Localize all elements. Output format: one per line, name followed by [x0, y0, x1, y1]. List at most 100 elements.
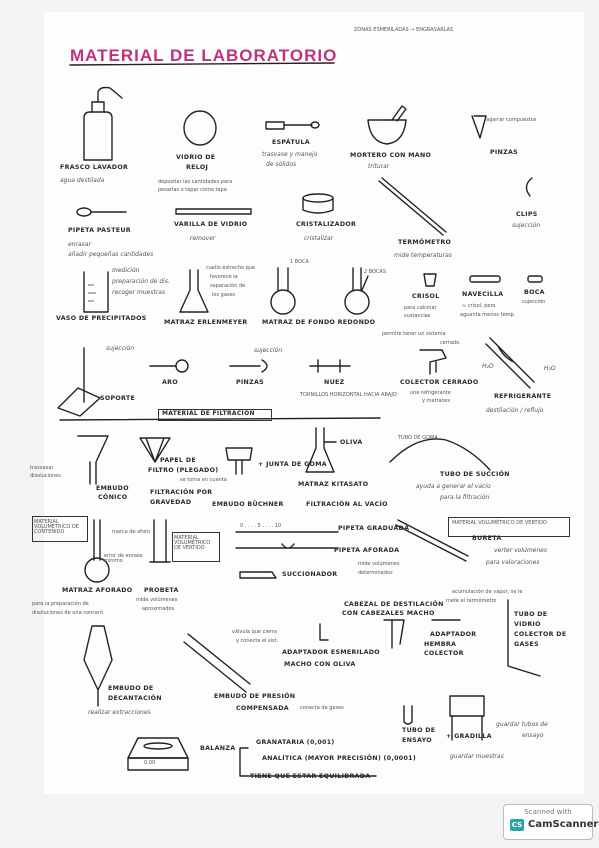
desc-nuez: TORNILLOS HORIZONTAL HACIA ABAJO [300, 392, 397, 398]
desc-soporte: sujección [106, 345, 135, 352]
desc-crisol-2: sustancias [404, 313, 431, 319]
label-cabezal-1: CABEZAL DE DESTILACIÓN [344, 601, 444, 608]
desc-succion-1: ayuda a generar el vacío [416, 483, 491, 490]
label-pinzas: PINZAS [490, 149, 519, 156]
badge-name: CamScanner [528, 819, 599, 830]
label-navecilla: NAVECILLA [462, 291, 504, 298]
label-probeta: PROBETA [144, 587, 179, 594]
desc-gradilla-1: guardar tubos de [496, 721, 548, 728]
label-2bocas: 2 BOCAS [364, 269, 387, 275]
burette-drawing [395, 519, 469, 562]
filtracion-header: MATERIAL DE FILTRACIÓN [162, 410, 255, 417]
balance-drawing [127, 737, 189, 771]
desc-cabezal-1: acumulación de vapor, se le [452, 589, 523, 595]
label-papel-2: FILTRO (PLEGADO) [148, 467, 219, 474]
badge-top: Scanned with [524, 808, 572, 816]
desc-gradilla-2: ensayo [522, 732, 544, 739]
desc-colector-4: y matraces [422, 398, 450, 404]
label-espatula: ESPÁTULA [272, 139, 310, 146]
label-termometro: TERMÓMETRO [398, 239, 452, 246]
condenser-drawing [485, 337, 535, 389]
label-presion: EMBUDO DE PRESIÓN [214, 693, 296, 700]
desc-pinzas2: sujección [254, 347, 283, 354]
label-pipeta: PIPETA PASTEUR [68, 227, 131, 234]
label-pipeta-graduada: PIPETA GRADUADA [338, 525, 410, 532]
label-analitica: ANALÍTICA (mayor precisión) (0,0001) [262, 755, 416, 762]
desc-varilla: remover [190, 235, 216, 242]
desc-clips: sujección [512, 222, 541, 229]
label-buchner: EMBUDO BÜCHNER [212, 501, 284, 508]
desc-valvula-1: válvula que cierra [232, 629, 277, 635]
erlenmeyer-drawing [179, 269, 209, 313]
label-refrigerante: REFRIGERANTE [494, 393, 552, 400]
page-title: MATERIAL DE LABORATORIO [70, 46, 338, 65]
desc-pipeta-aforada-1: mide volúmenes [358, 561, 400, 567]
desc-valvula-2: y conecta el sist. [236, 638, 279, 644]
desc-vaso-1: medición [112, 267, 140, 274]
label-bureta: BURETA [472, 535, 502, 542]
label-hembra: HEMBRA [424, 641, 457, 648]
desc-succion-2: para la filtración [440, 494, 490, 501]
mortar-drawing [367, 105, 407, 145]
wash-bottle-drawing [83, 86, 123, 161]
label-succionador: SUCCIONADOR [282, 571, 338, 578]
watch-glass-drawing [183, 110, 217, 146]
paper-sheet [44, 12, 584, 794]
label-cristalizador: CRISTALIZADOR [296, 221, 357, 228]
label-vaso: VASO DE PRECIPITADOS [56, 315, 147, 322]
desc-pipeta-2: añadir pequeñas cantidades [68, 251, 154, 258]
label-fondo-redondo: MATRAZ DE FONDO REDONDO [262, 319, 376, 326]
label-tubo-1: TUBO DE [514, 611, 548, 618]
ring-drawing [149, 359, 189, 373]
kitasato-drawing [305, 427, 337, 473]
test-tube-drawing [403, 705, 413, 725]
clamp-drawing [229, 359, 268, 373]
label-crisol: CRISOL [412, 293, 440, 300]
contenido-label: MATERIAL VOLUMÉTRICO DE CONTENIDO [34, 519, 79, 535]
desc-navecilla-1: ≈ crisol, pero [462, 303, 496, 309]
label-marca: marca de aforo [112, 529, 151, 535]
title-underline [69, 62, 335, 66]
desc-erlen-1: cuello estrecho que [206, 265, 256, 271]
round-flask-drawing [270, 267, 370, 315]
label-gradilla: + GRADILLA [446, 733, 492, 740]
desc-erlen-2: favorece la [210, 274, 238, 280]
buchner-drawing [225, 447, 253, 475]
label-mortero: MORTERO CON MANO [350, 152, 432, 159]
desc-aforado-1: para la preparación de [32, 601, 89, 607]
balanza-note: TIENE QUE ESTAR EQUILIBRADA [250, 773, 371, 780]
desc-frasco: agua destilada [60, 177, 105, 184]
crystallizer-drawing [302, 193, 334, 214]
desc-vaso-2: preparación de dis. [112, 278, 170, 285]
label-tubo-succion: TUBO DE SUCCIÓN [440, 471, 510, 478]
boat-drawing [469, 275, 501, 283]
desc-termometro: mide temperaturas [394, 252, 452, 259]
paper-drawing [139, 437, 171, 463]
label-adaptador-esm-2: MACHO CON OLIVA [284, 661, 356, 668]
label-soporte: SOPORTE [100, 395, 136, 402]
label-boca: BOCA [524, 289, 545, 296]
pressure-funnel-drawing [183, 633, 251, 693]
tweezers-drawing [471, 115, 487, 139]
desc-vaso-3: recoger muestras [112, 289, 166, 296]
desc-erlen-3: separación de [210, 283, 246, 289]
adaptor-drawing [319, 623, 329, 641]
desc-refrigerante: destilación / reflujo [486, 407, 544, 414]
desc-aforado-2: disoluciones de una concent. [32, 610, 105, 616]
desc-cristalizador: cristalizar [304, 235, 334, 242]
label-frasco: FRASCO LAVADOR [60, 164, 129, 171]
label-kitasato: MATRAZ KITASATO [298, 481, 369, 488]
contenido-box [32, 516, 88, 542]
desc-kitasato: FILTRACIÓN AL VACÍO [306, 501, 388, 508]
balance-display: 0.00 [144, 760, 156, 766]
label-tubo-3: COLECTOR DE [514, 631, 567, 638]
desc-cabezal-2: mete el termómetro [446, 598, 497, 604]
glass-rod-drawing [175, 208, 252, 215]
label-tubo-4: GASES [514, 641, 539, 648]
desc-colector-1: permite tener un sistema [382, 331, 446, 337]
boss-head-drawing [309, 359, 351, 373]
label-aforado: MATRAZ AFORADO [62, 587, 133, 594]
h2o-2: H₂O [544, 365, 556, 372]
boss-drawing [527, 275, 543, 283]
desc-embudo-1: trasvasar [30, 465, 54, 471]
